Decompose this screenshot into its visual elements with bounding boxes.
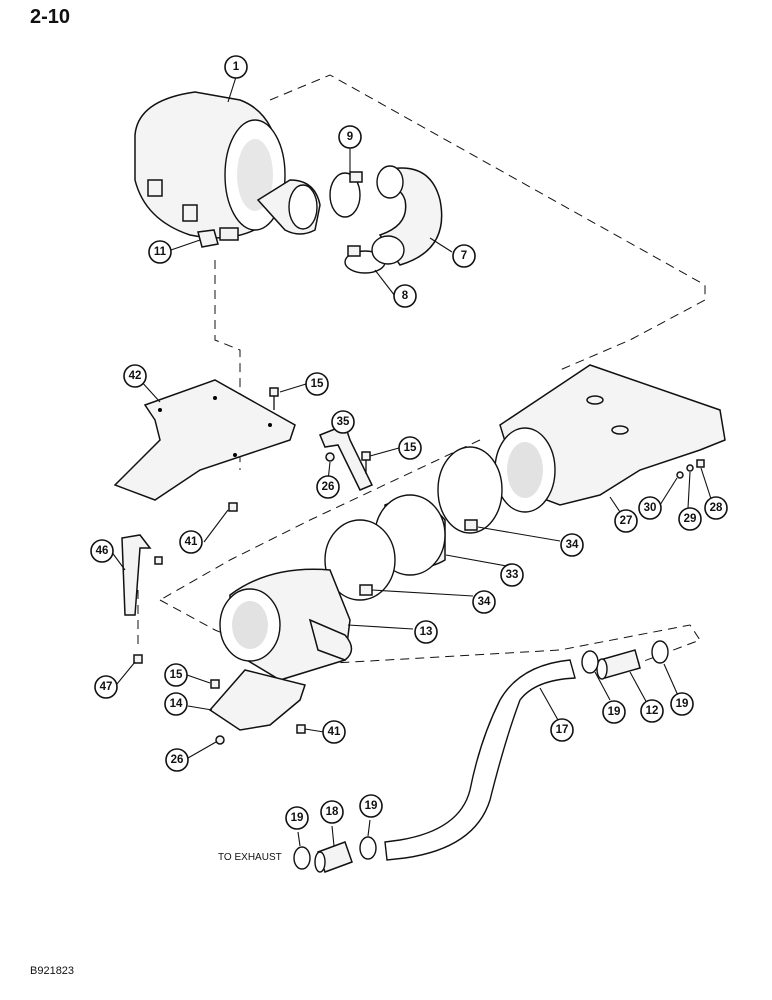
tube-12	[596, 649, 641, 680]
svg-text:26: 26	[322, 481, 335, 493]
callout-18: 18	[320, 800, 344, 824]
svg-text:41: 41	[328, 726, 341, 738]
svg-text:11: 11	[154, 246, 167, 258]
svg-text:30: 30	[644, 502, 657, 514]
callout-26-b: 26	[165, 748, 189, 772]
svg-text:19: 19	[291, 812, 304, 824]
elbow-hose-7	[371, 165, 443, 266]
svg-text:47: 47	[100, 681, 113, 693]
svg-text:12: 12	[646, 705, 659, 717]
svg-text:29: 29	[684, 513, 697, 525]
svg-text:15: 15	[311, 378, 324, 390]
svg-text:41: 41	[185, 536, 198, 548]
callout-7: 7	[452, 244, 476, 268]
mount-bracket-14	[208, 669, 306, 731]
clamp-34-lower	[324, 519, 396, 601]
callout-19-a: 19	[602, 700, 626, 724]
duct-27	[494, 364, 726, 513]
air-cleaner	[134, 91, 321, 241]
svg-text:18: 18	[326, 806, 339, 818]
callout-26-a: 26	[316, 475, 340, 499]
to-exhaust-label: TO EXHAUST	[218, 852, 282, 863]
svg-text:28: 28	[710, 502, 723, 514]
callout-17: 17	[550, 718, 574, 742]
clamp-19-a	[581, 650, 599, 674]
svg-text:26: 26	[171, 754, 184, 766]
svg-text:19: 19	[676, 698, 689, 710]
callout-19-c: 19	[285, 806, 309, 830]
callout-41-a: 41	[179, 530, 203, 554]
svg-text:9: 9	[347, 131, 353, 143]
callout-41-b: 41	[322, 720, 346, 744]
svg-text:1: 1	[233, 61, 240, 73]
svg-text:17: 17	[556, 724, 569, 736]
svg-text:14: 14	[170, 698, 183, 710]
callout-42: 42	[123, 364, 147, 388]
leader-lines	[110, 76, 714, 847]
page-number: 2-10	[30, 6, 71, 28]
svg-text:35: 35	[337, 416, 350, 428]
svg-text:19: 19	[365, 800, 378, 812]
clamp-34-upper	[437, 446, 503, 534]
callout-1: 1	[224, 55, 248, 79]
svg-text:27: 27	[620, 515, 633, 527]
callout-33: 33	[500, 563, 524, 587]
svg-text:8: 8	[402, 290, 409, 302]
svg-text:13: 13	[420, 626, 433, 638]
callout-35: 35	[331, 410, 355, 434]
fitting-11	[197, 229, 219, 248]
callout-15-c: 15	[164, 663, 188, 687]
clamp-19-b	[651, 640, 669, 664]
figure-code: B921823	[30, 965, 75, 977]
callout-9: 9	[338, 125, 362, 149]
callout-15-a: 15	[305, 372, 329, 396]
svg-text:46: 46	[96, 545, 109, 557]
svg-text:33: 33	[506, 569, 519, 581]
callout-47: 47	[94, 675, 118, 699]
clamp-9	[329, 171, 363, 218]
callout-34-a: 34	[560, 533, 584, 557]
svg-text:34: 34	[566, 539, 579, 551]
svg-text:42: 42	[129, 370, 142, 382]
svg-text:34: 34	[478, 596, 491, 608]
support-46	[121, 534, 152, 616]
clamp-19-c	[293, 846, 311, 870]
callout-13: 13	[414, 620, 438, 644]
callout-14: 14	[164, 692, 188, 716]
svg-text:7: 7	[461, 250, 467, 262]
callout-15-b: 15	[398, 436, 422, 460]
clamp-19-d	[359, 836, 377, 860]
svg-text:15: 15	[170, 669, 183, 681]
callout-29: 29	[678, 507, 702, 531]
callout-28: 28	[704, 496, 728, 520]
callout-27: 27	[614, 509, 638, 533]
housing-13	[219, 568, 353, 681]
callout-11: 11	[148, 240, 172, 264]
callout-30: 30	[638, 496, 662, 520]
tube-18	[314, 841, 353, 873]
svg-text:15: 15	[404, 442, 417, 454]
callout-12: 12	[640, 699, 664, 723]
callout-19-d: 19	[359, 794, 383, 818]
bracket-plate-42	[113, 379, 296, 501]
callout-46: 46	[90, 539, 114, 563]
callout-19-b: 19	[670, 692, 694, 716]
hose-17	[384, 659, 576, 861]
callout-8: 8	[393, 284, 417, 308]
callout-34-b: 34	[472, 590, 496, 614]
hardware	[133, 387, 705, 745]
svg-text:19: 19	[608, 706, 621, 718]
